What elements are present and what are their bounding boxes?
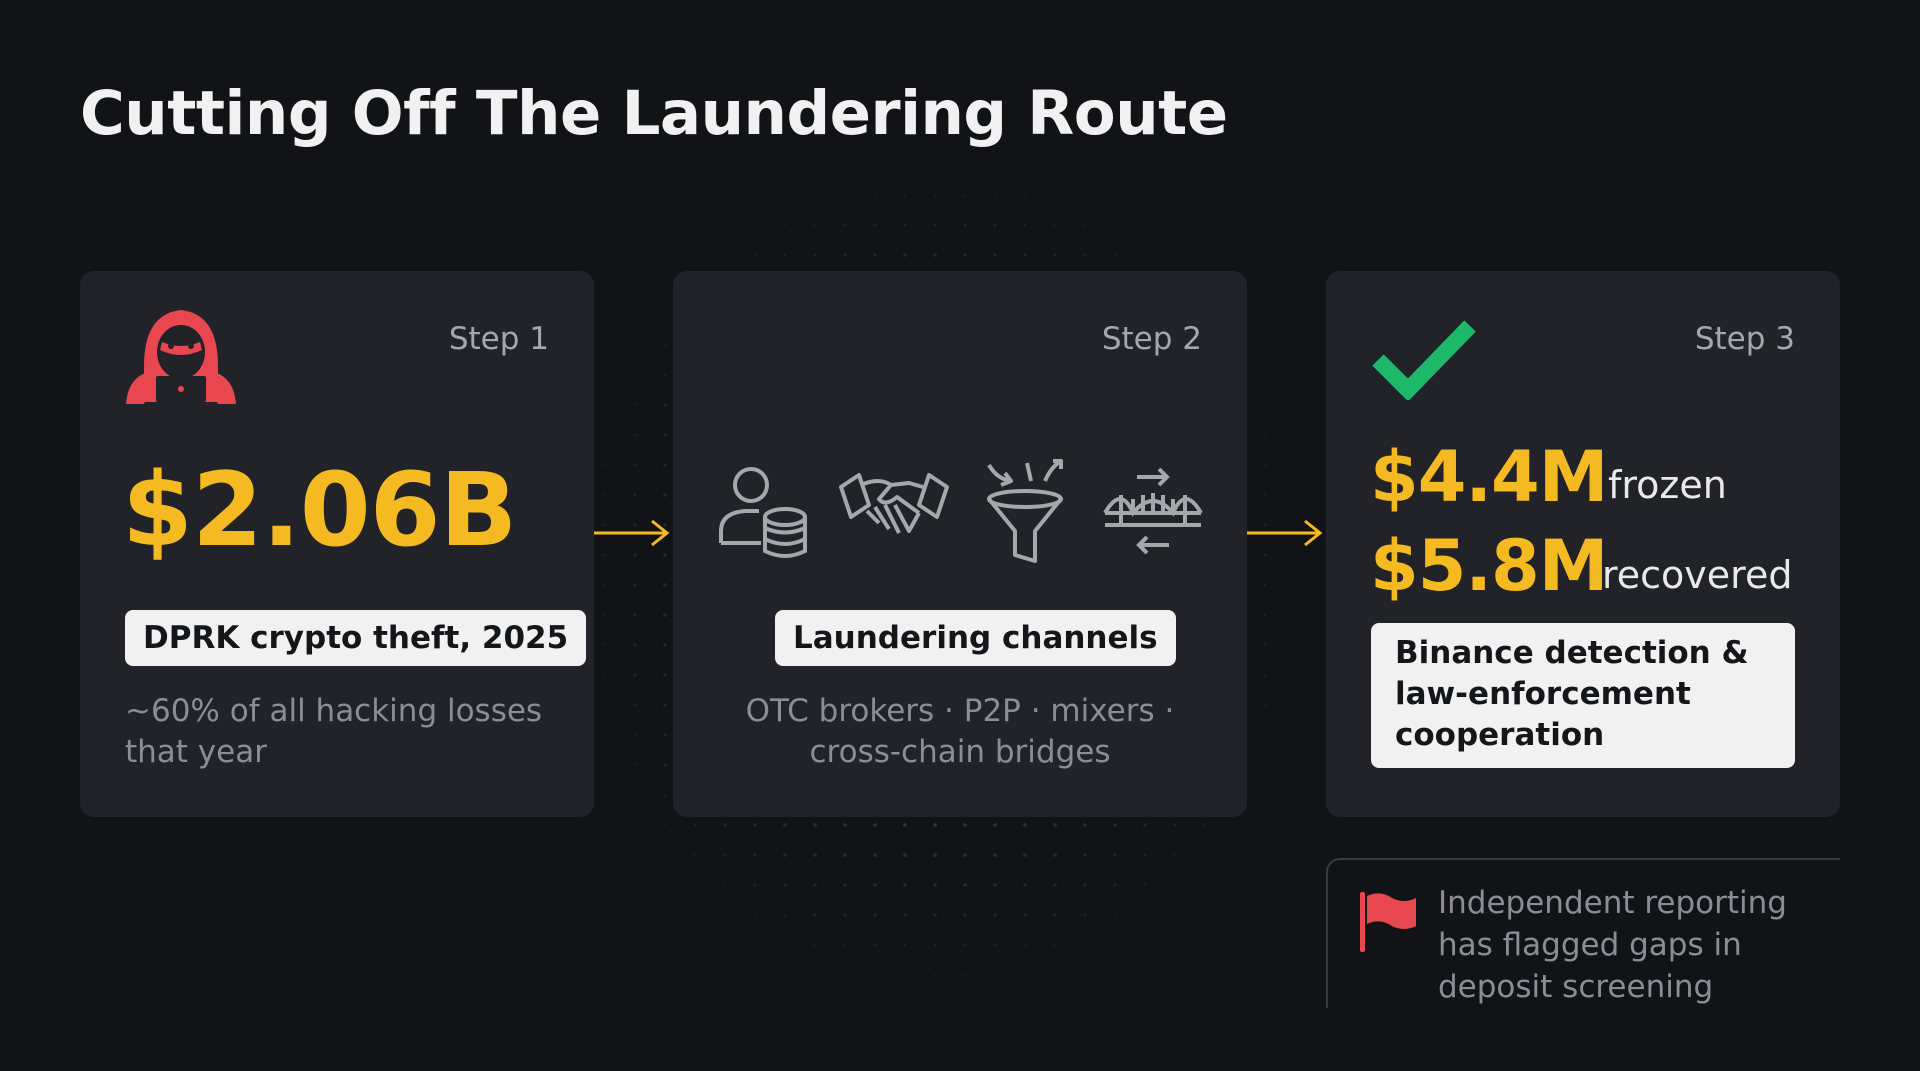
- step-2-description-line2: cross-chain bridges: [809, 734, 1111, 770]
- checkmark-icon: [1372, 320, 1476, 400]
- arrow-right-icon: [1247, 519, 1323, 547]
- page-title: Cutting Off The Laundering Route: [80, 78, 1228, 149]
- theft-amount: $2.06B: [122, 451, 517, 570]
- step-3-card: Step 3 $4.4M frozen $5.8M recovered Bina…: [1326, 271, 1840, 817]
- step-1-label: Step 1: [448, 321, 549, 357]
- step-1-pill: DPRK crypto theft, 2025: [125, 610, 587, 666]
- frozen-amount: $4.4M: [1370, 436, 1608, 518]
- hacker-icon: [126, 310, 236, 406]
- bridge-exchange-icon: [1103, 467, 1203, 555]
- disclaimer-text: Independent reporting has flagged gaps i…: [1438, 885, 1787, 1005]
- frozen-label: frozen: [1608, 463, 1727, 507]
- arrow-right-icon: [594, 519, 670, 547]
- step-1-card: Step 1 $2.06B DPRK crypto theft, 2025 ~6…: [80, 271, 594, 817]
- step-2-card: Step 2 Laundering channels: [673, 271, 1247, 817]
- handshake-icon: [839, 473, 949, 534]
- user-database-icon: [719, 467, 807, 558]
- disclaimer-note: Independent reporting has flagged gaps i…: [1326, 858, 1840, 1008]
- recovered-amount: $5.8M: [1370, 525, 1608, 607]
- step-2-description-line1: OTC brokers · P2P · mixers ·: [745, 693, 1175, 729]
- step-3-pill: Binance detection & law-enforcement coop…: [1371, 623, 1795, 768]
- step-1-description: ~60% of all hacking losses that year: [125, 693, 543, 770]
- step-2-pill: Laundering channels: [775, 610, 1176, 666]
- flag-icon: [1360, 892, 1416, 952]
- step-3-label: Step 3: [1694, 321, 1795, 357]
- funnel-mixer-icon: [987, 459, 1063, 563]
- recovered-label: recovered: [1602, 553, 1793, 597]
- step-2-label: Step 2: [1101, 321, 1202, 357]
